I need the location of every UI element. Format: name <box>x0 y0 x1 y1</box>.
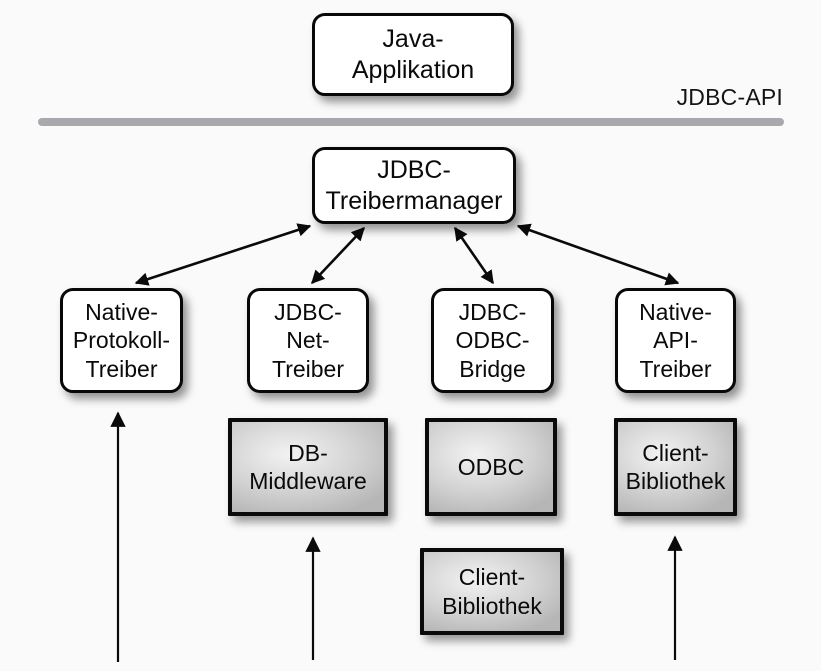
node-java-application[interactable]: Java- Applikation <box>312 13 514 96</box>
node-native-protokoll-treiber-label: Native- Protokoll- Treiber <box>72 299 171 382</box>
node-jdbc-odbc-bridge[interactable]: JDBC- ODBC- Bridge <box>431 288 554 393</box>
connector-manager-to-native-protokoll <box>134 223 312 286</box>
jdbc-api-divider-bar <box>38 118 784 126</box>
node-db-middleware[interactable]: DB- Middleware <box>228 418 388 516</box>
node-java-application-label: Java- Applikation <box>351 25 475 84</box>
connector-manager-to-native-api <box>516 223 680 286</box>
node-db-middleware-label: DB- Middleware <box>249 439 367 494</box>
connector-manager-to-jdbc-net <box>311 227 365 284</box>
node-native-api-treiber-label: Native- API- Treiber <box>639 299 712 382</box>
node-jdbc-net-treiber[interactable]: JDBC- Net- Treiber <box>247 288 369 393</box>
node-odbc-label: ODBC <box>457 453 525 480</box>
node-client-bibliothek-bottom-label: Client- Bibliothek <box>442 564 542 619</box>
node-jdbc-driver-manager[interactable]: JDBC- Treibermanager <box>312 147 516 224</box>
node-jdbc-driver-manager-label: JDBC- Treibermanager <box>325 156 503 215</box>
node-client-bibliothek-bottom[interactable]: Client- Bibliothek <box>420 548 564 635</box>
node-jdbc-odbc-bridge-label: JDBC- ODBC- Bridge <box>455 299 530 382</box>
node-odbc[interactable]: ODBC <box>425 418 557 516</box>
node-native-protokoll-treiber[interactable]: Native- Protokoll- Treiber <box>60 288 183 393</box>
connector-manager-to-jdbc-odbc <box>453 226 495 285</box>
node-client-bibliothek-right-label: Client- Bibliothek <box>625 439 726 494</box>
node-client-bibliothek-right[interactable]: Client- Bibliothek <box>614 418 737 516</box>
jdbc-api-label: JDBC-API <box>676 84 783 110</box>
node-native-api-treiber[interactable]: Native- API- Treiber <box>615 288 736 393</box>
node-jdbc-net-treiber-label: JDBC- Net- Treiber <box>272 299 344 382</box>
